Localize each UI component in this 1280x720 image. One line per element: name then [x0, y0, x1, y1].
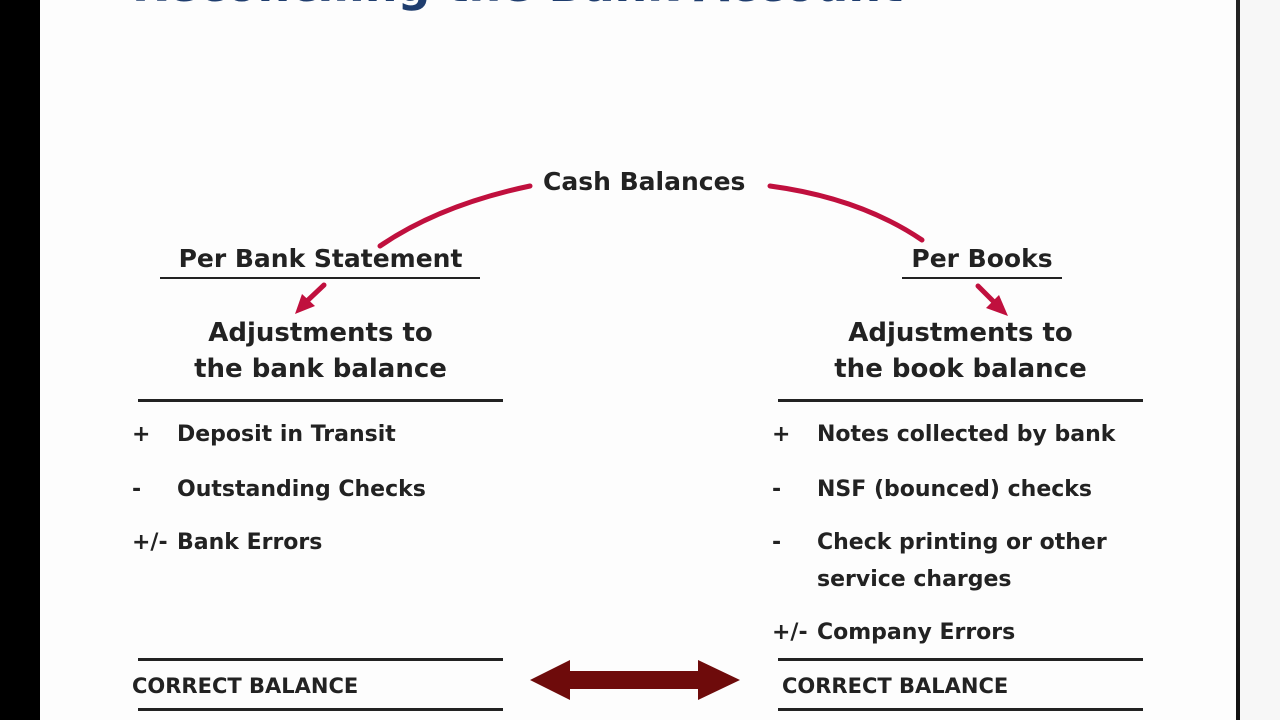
- connector-arrows: [295, 183, 1008, 700]
- arrow-left-head: [295, 294, 315, 314]
- item-label: Outstanding Checks: [177, 477, 426, 502]
- list-item: - Outstanding Checks: [132, 471, 512, 508]
- bank-adjust-line2: the bank balance: [194, 354, 447, 384]
- per-books-header: Per Books: [911, 244, 1053, 273]
- list-item: - NSF (bounced) checks: [772, 471, 1172, 508]
- list-item: +/- Company Errors: [772, 614, 1172, 651]
- slide-title: Reconciling the Bank Account: [132, 0, 903, 12]
- double-arrow: [530, 660, 740, 700]
- right-edge-strip: [1236, 0, 1280, 720]
- books-header-underline: [902, 277, 1062, 279]
- bank-adjust-rule: [138, 399, 503, 402]
- book-correct-bottom-rule: [778, 708, 1143, 711]
- book-correct-top-rule: [778, 658, 1143, 661]
- list-item: + Deposit in Transit: [132, 416, 512, 453]
- item-sign: -: [772, 530, 782, 555]
- book-adjustments-heading: Adjustments to the book balance: [778, 315, 1143, 387]
- item-label: Bank Errors: [177, 530, 323, 555]
- slide: Reconciling the Bank Account Cash Balanc…: [40, 0, 1236, 720]
- bank-correct-balance: CORRECT BALANCE: [132, 674, 359, 698]
- item-label: Company Errors: [817, 620, 1016, 645]
- edge-shadow: [1236, 0, 1240, 720]
- arrow-left-shaft: [303, 282, 327, 305]
- book-adjust-line1: Adjustments to: [848, 318, 1073, 348]
- item-label: NSF (bounced) checks: [817, 477, 1092, 502]
- bank-adjustments-heading: Adjustments to the bank balance: [138, 315, 503, 387]
- book-correct-balance: CORRECT BALANCE: [782, 674, 1009, 698]
- cash-balances-label: Cash Balances: [543, 167, 746, 196]
- arc-left: [377, 183, 533, 249]
- item-label: Notes collected by bank: [817, 422, 1116, 447]
- item-sign: +: [132, 422, 151, 447]
- book-adjust-rule: [778, 399, 1143, 402]
- item-label: Deposit in Transit: [177, 422, 396, 447]
- list-item: +/- Bank Errors: [132, 524, 512, 561]
- bank-correct-top-rule: [138, 658, 503, 661]
- list-item: - Check printing or other service charge…: [772, 524, 1172, 598]
- arrow-right-head: [986, 295, 1008, 316]
- per-bank-statement-header: Per Bank Statement: [178, 244, 463, 273]
- bank-header-underline: [160, 277, 480, 279]
- item-sign: -: [772, 477, 782, 502]
- arrow-right-shaft: [975, 283, 997, 305]
- item-sign: -: [132, 477, 142, 502]
- list-item: + Notes collected by bank: [772, 416, 1172, 453]
- arc-right: [767, 183, 925, 243]
- bank-correct-bottom-rule: [138, 708, 503, 711]
- item-label: Check printing or other: [817, 530, 1107, 555]
- item-label-continued: service charges: [817, 567, 1012, 592]
- book-adjust-line2: the book balance: [834, 354, 1087, 384]
- item-sign: +: [772, 422, 791, 447]
- bank-adjust-line1: Adjustments to: [208, 318, 433, 348]
- item-sign: +/-: [772, 620, 808, 645]
- item-sign: +/-: [132, 530, 168, 555]
